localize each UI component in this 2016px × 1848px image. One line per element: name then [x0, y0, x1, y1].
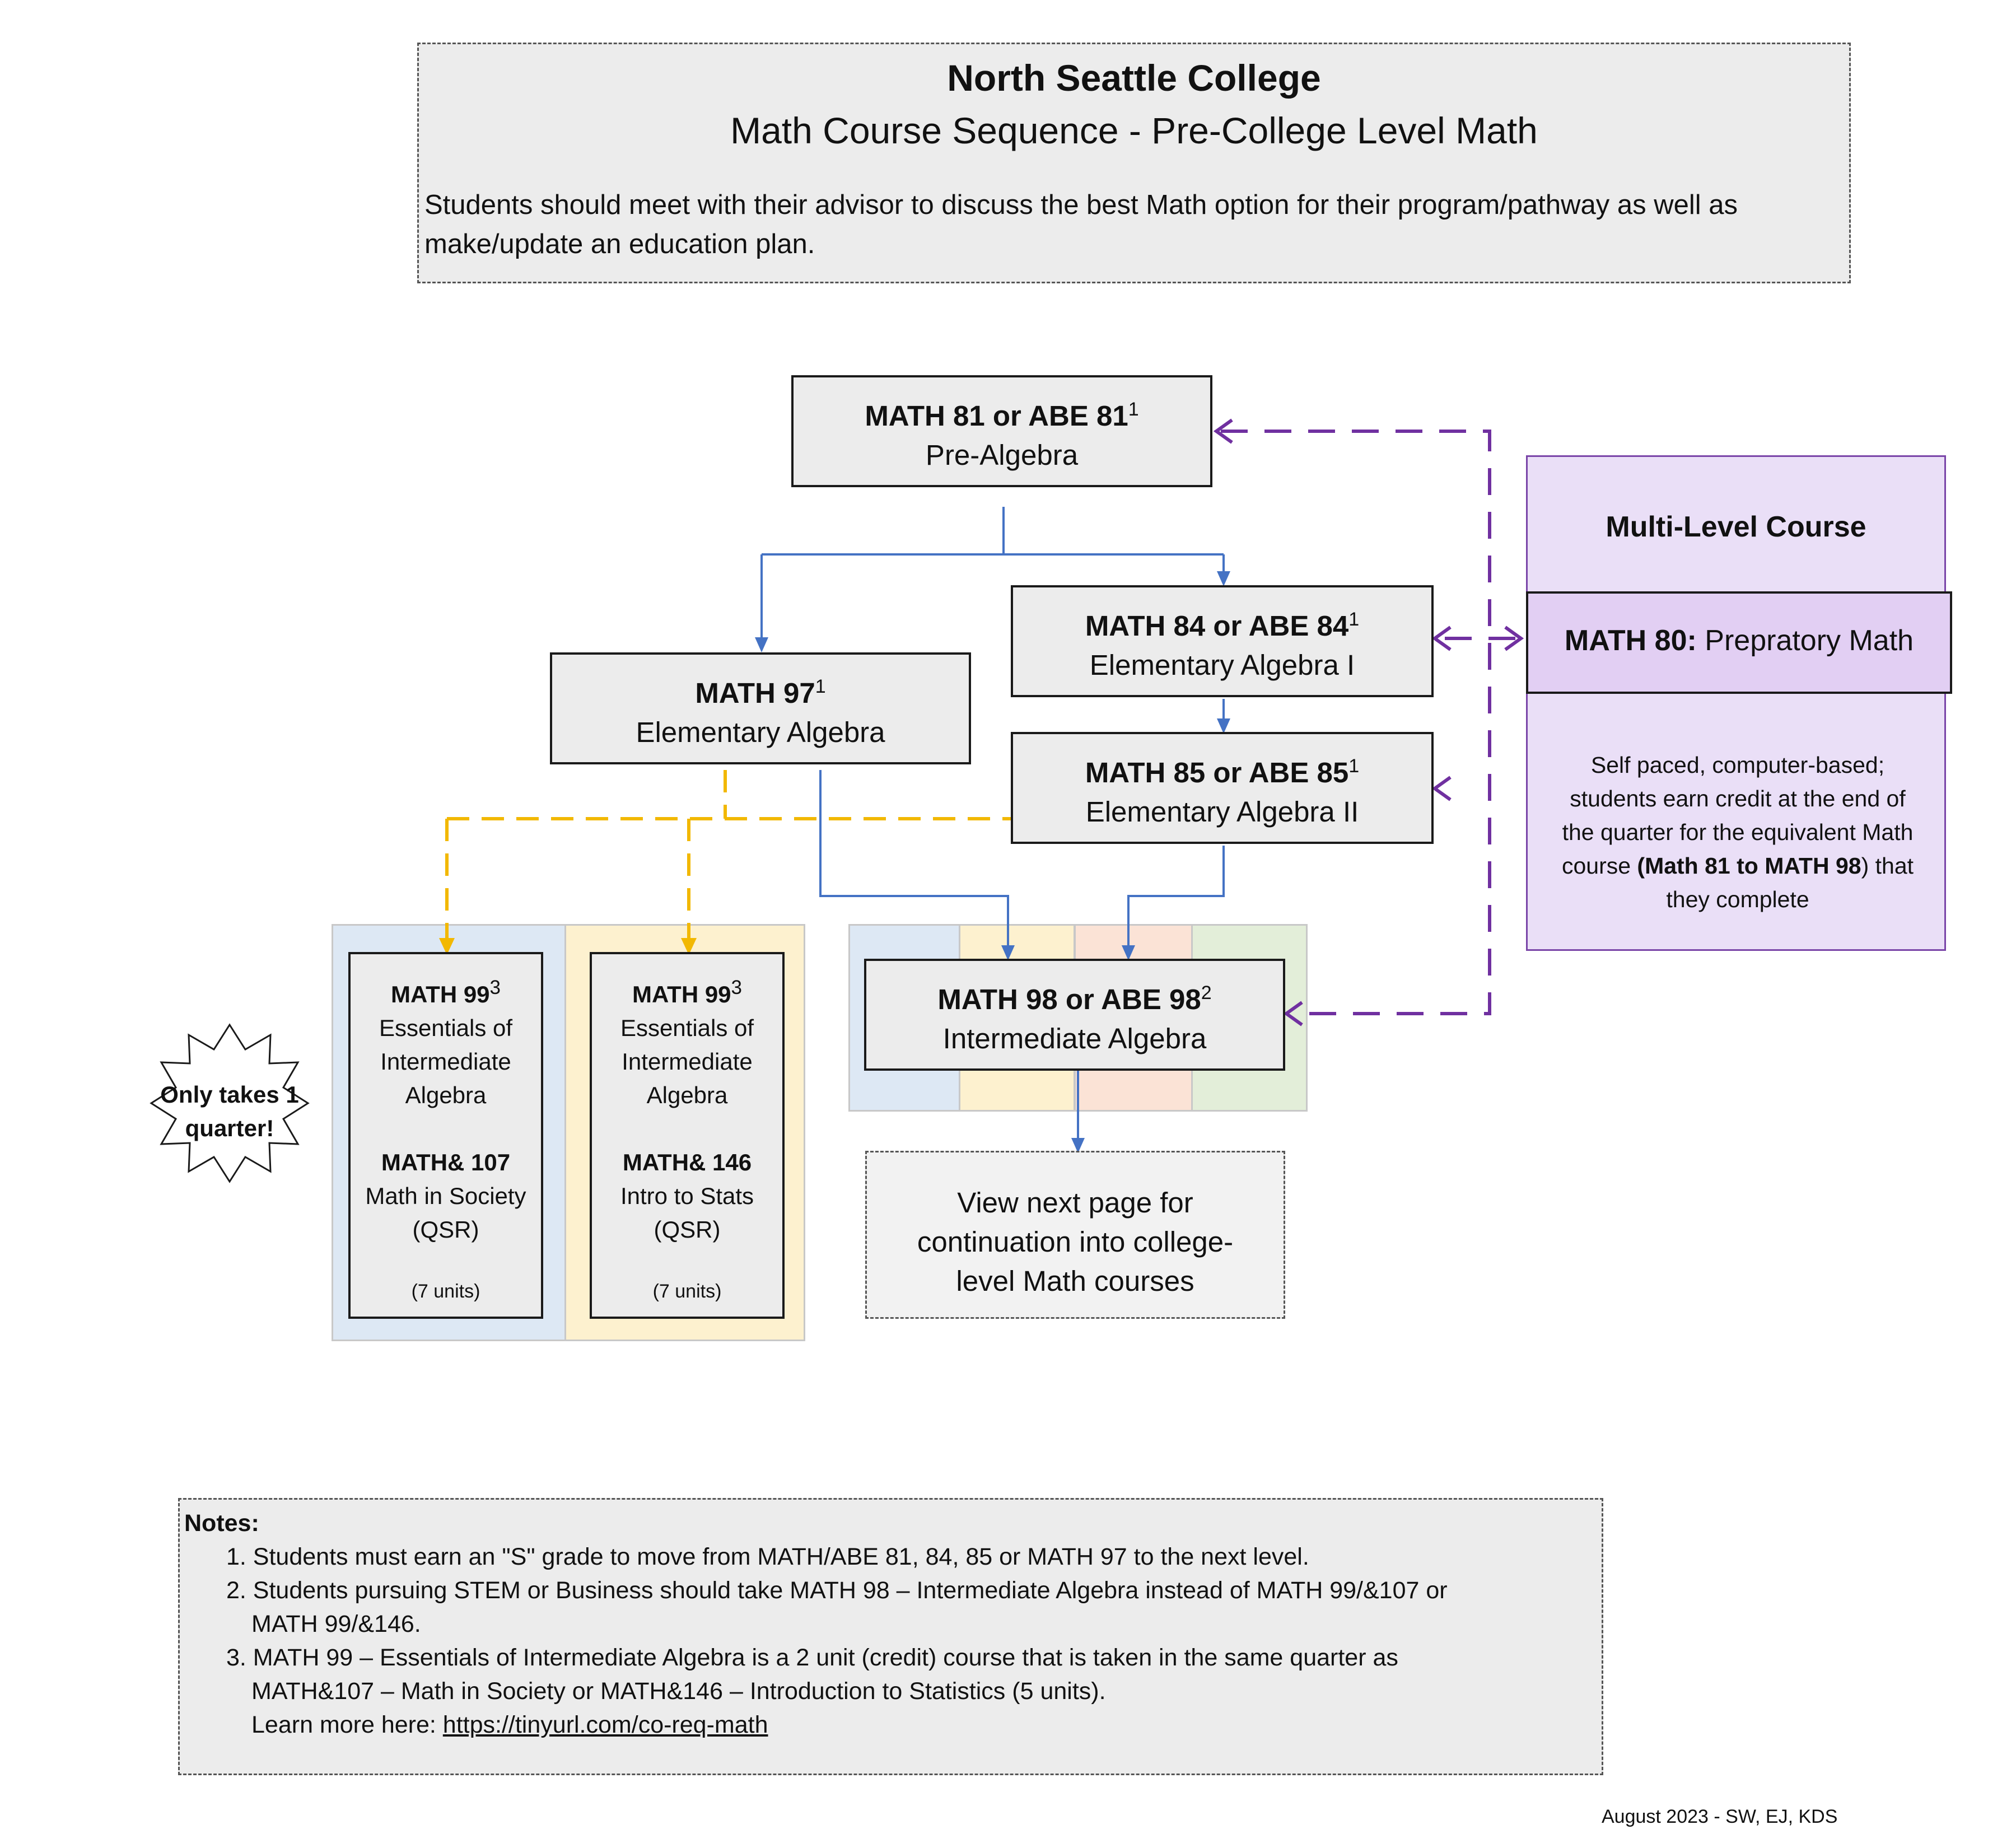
note-3-cont: MATH&107 – Math in Society or MATH&146 –… [251, 1678, 1106, 1705]
course-code: MATH 81 or ABE 81 [865, 400, 1128, 432]
course-code: MATH 85 or ABE 85 [1085, 757, 1349, 788]
notes-box: Notes: 1. Students must earn an "S" grad… [178, 1498, 1603, 1775]
course-code: MATH 84 or ABE 84 [1085, 610, 1349, 642]
course-math97: MATH 971 Elementary Algebra [550, 652, 971, 764]
course-name: Elementary Algebra II [1085, 796, 1359, 828]
arrow-85-to-98 [1127, 846, 1225, 946]
starburst-label: Only takes 1 quarter! [160, 1081, 299, 1141]
course-math81: MATH 81 or ABE 811 Pre-Algebra [791, 375, 1212, 487]
course-math85: MATH 85 or ABE 851 Elementary Algebra II [1011, 732, 1434, 844]
course-math84: MATH 84 or ABE 841 Elementary Algebra I [1011, 585, 1434, 697]
header-box: North Seattle College Math Course Sequen… [417, 43, 1851, 283]
note-1: 1. Students must earn an "S" grade to mo… [226, 1543, 1309, 1570]
course-code: MATH 97 [695, 677, 815, 709]
multilevel-description: Self paced, computer-based; students ear… [1561, 752, 1914, 912]
note-3-learn-more: Learn more here: https://tinyurl.com/co-… [251, 1711, 768, 1738]
purple-head-81 [1213, 418, 1233, 444]
course-name: Pre-Algebra [925, 439, 1079, 471]
purple-to-81 [1221, 430, 1491, 1015]
footer-credit: August 2023 - SW, EJ, KDS [1602, 1806, 1838, 1827]
arrowhead-97 [755, 637, 768, 652]
notes-title: Notes: [184, 1510, 259, 1537]
next-page-box: View next page for continuation into col… [865, 1151, 1285, 1319]
page-subtitle: Math Course Sequence - Pre-College Level… [730, 110, 1538, 151]
advisor-note: Students should meet with their advisor … [424, 190, 1738, 259]
arrow-97-to-98 [819, 770, 1009, 946]
coreq-math99-107: MATH 993 Essentials of Intermediate Alge… [348, 952, 543, 1319]
course-math98: MATH 98 or ABE 982 Intermediate Algebra [864, 959, 1285, 1071]
purple-head-98 [1283, 1001, 1303, 1026]
purple-head-85 [1431, 776, 1452, 801]
note-2-cont: MATH 99/&146. [251, 1611, 421, 1637]
arrowhead-next [1071, 1138, 1085, 1153]
page-title: North Seattle College [947, 57, 1321, 99]
arrowhead-146 [681, 938, 697, 955]
arrowhead-98b [1122, 945, 1135, 960]
course-name: Elementary Algebra [636, 716, 885, 748]
math80-band: MATH 80: Prepratory Math [1526, 591, 1952, 694]
multilevel-heading: Multi-Level Course [1606, 511, 1866, 543]
note-2: 2. Students pursuing STEM or Business sh… [226, 1577, 1448, 1604]
note-3: 3. MATH 99 – Essentials of Intermediate … [226, 1644, 1398, 1671]
purple-head-84-left [1431, 626, 1452, 651]
coreq-math99-146: MATH 993 Essentials of Intermediate Alge… [590, 952, 785, 1319]
starburst-shape [150, 1023, 310, 1183]
arrowhead-107 [439, 938, 455, 955]
course-code: MATH 98 or ABE 98 [937, 983, 1201, 1015]
arrowhead-85 [1217, 718, 1230, 734]
arrowhead-98a [1001, 945, 1015, 960]
arrowhead-84 [1217, 571, 1230, 586]
connector-81-split [762, 507, 1224, 556]
co-req-link[interactable]: https://tinyurl.com/co-req-math [442, 1711, 768, 1738]
course-name: Elementary Algebra I [1089, 649, 1355, 681]
course-name: Intermediate Algebra [942, 1023, 1207, 1054]
purple-head-84-right [1504, 626, 1524, 651]
multilevel-panel: Multi-Level Course MATH 80: Prepratory M… [1526, 455, 1952, 951]
